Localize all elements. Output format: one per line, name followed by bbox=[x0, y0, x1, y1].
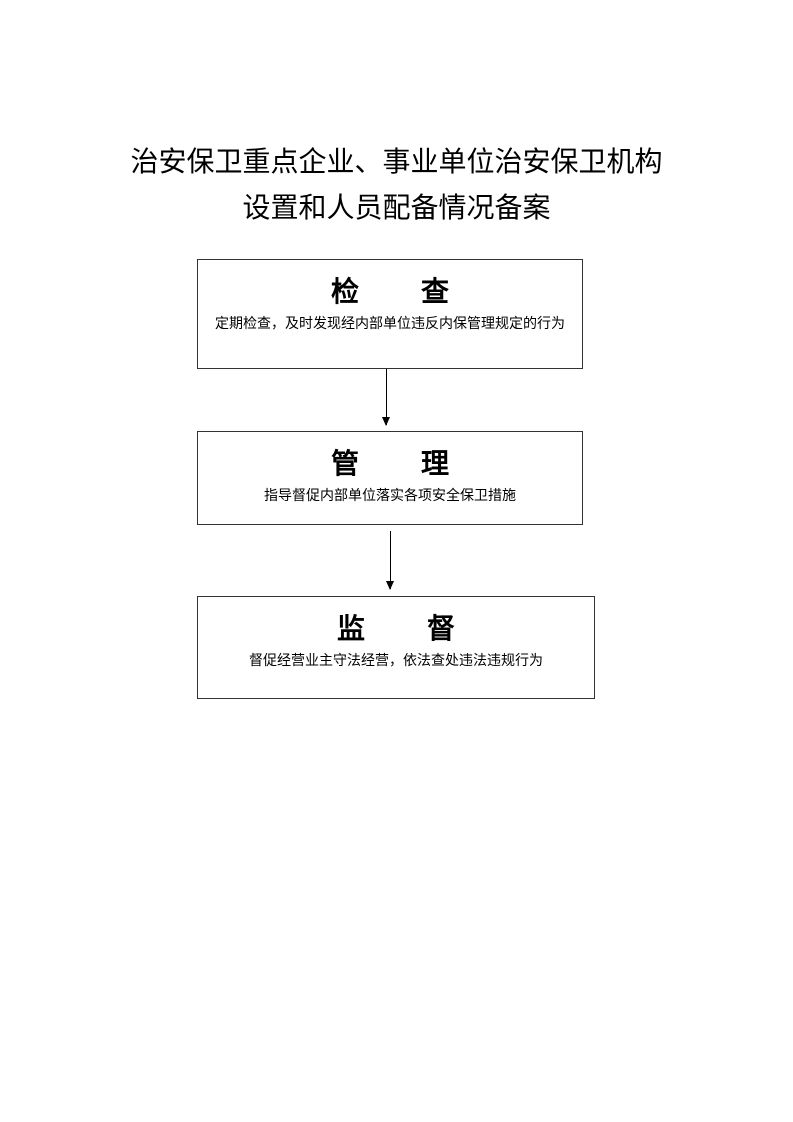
step-heading: 检查 bbox=[198, 270, 582, 310]
step-heading: 监督 bbox=[198, 607, 594, 647]
arrow-down-connector bbox=[386, 531, 394, 590]
heading-char: 管 bbox=[330, 447, 359, 480]
heading-char: 理 bbox=[421, 447, 450, 480]
arrow-down-connector bbox=[382, 369, 390, 426]
heading-char: 检 bbox=[330, 275, 359, 308]
step-description: 定期检查，及时发现经内部单位违反内保管理规定的行为 bbox=[215, 316, 565, 332]
step-description: 督促经营业主守法经营，依法查处违法违规行为 bbox=[249, 653, 543, 669]
heading-char: 查 bbox=[421, 275, 450, 308]
page-title-line-2: 设置和人员配备情况备案 bbox=[242, 191, 551, 224]
step-box-inspect: 检查 定期检查，及时发现经内部单位违反内保管理规定的行为 bbox=[197, 259, 583, 369]
step-description: 指导督促内部单位落实各项安全保卫措施 bbox=[264, 488, 516, 504]
page-title-line-1: 治安保卫重点企业、事业单位治安保卫机构 bbox=[130, 145, 663, 178]
step-heading: 管理 bbox=[198, 442, 582, 482]
step-box-supervise: 监督 督促经营业主守法经营，依法查处违法违规行为 bbox=[197, 596, 595, 699]
heading-char: 监 bbox=[336, 612, 365, 645]
step-box-manage: 管理 指导督促内部单位落实各项安全保卫措施 bbox=[197, 431, 583, 525]
heading-char: 督 bbox=[427, 612, 456, 645]
